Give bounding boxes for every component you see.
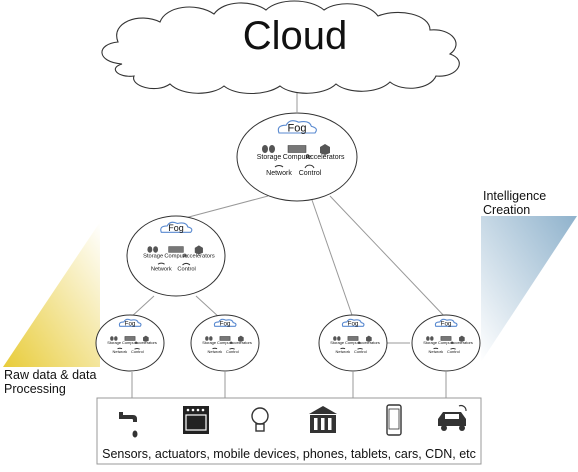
accelerators-label: Accelerators (183, 254, 215, 260)
intelligence-line-2: Creation (483, 204, 546, 218)
storage-label: Storage (202, 340, 217, 345)
devices-caption: Sensors, actuators, mobile devices, phon… (97, 447, 481, 461)
storage-label: Storage (257, 154, 282, 161)
control-label: Control (226, 349, 239, 354)
network-label: Network (266, 170, 292, 177)
network-label: Network (208, 349, 223, 354)
fog-title: Fog (348, 320, 359, 327)
fog-title: Fog (288, 123, 307, 135)
accelerators-label: Accelerators (306, 154, 345, 161)
control-label: Control (177, 267, 195, 273)
control-label: Control (447, 349, 460, 354)
fog-title: Fog (220, 320, 231, 327)
storage-label: Storage (423, 340, 438, 345)
accelerators-label: Accelerators (358, 340, 380, 345)
oven-icon (183, 406, 209, 434)
raw-data-line-2: Processing (4, 383, 96, 397)
network-label: Network (336, 349, 351, 354)
fog-title: Fog (125, 320, 136, 327)
compute-icon (169, 247, 184, 253)
control-label: Control (299, 170, 322, 177)
network-label: Network (113, 349, 128, 354)
raw-data-line-1: Raw data & data (4, 369, 96, 383)
network-label: Network (429, 349, 444, 354)
intelligence-line-1: Intelligence (483, 190, 546, 204)
accelerators-label: Accelerators (451, 340, 473, 345)
compute-icon (288, 146, 306, 153)
fog-title: Fog (168, 223, 183, 233)
storage-label: Storage (330, 340, 345, 345)
control-label: Control (354, 349, 367, 354)
cloud-label: Cloud (200, 14, 390, 59)
fog-title: Fog (441, 320, 452, 327)
raw-data-label: Raw data & data Processing (4, 369, 96, 397)
intelligence-triangle (481, 216, 577, 362)
network-label: Network (151, 267, 172, 273)
storage-label: Storage (107, 340, 122, 345)
accelerators-label: Accelerators (230, 340, 252, 345)
control-label: Control (131, 349, 144, 354)
intelligence-label: Intelligence Creation (483, 190, 546, 218)
accelerators-label: Accelerators (135, 340, 157, 345)
raw-data-triangle (3, 222, 100, 367)
storage-label: Storage (143, 254, 163, 260)
